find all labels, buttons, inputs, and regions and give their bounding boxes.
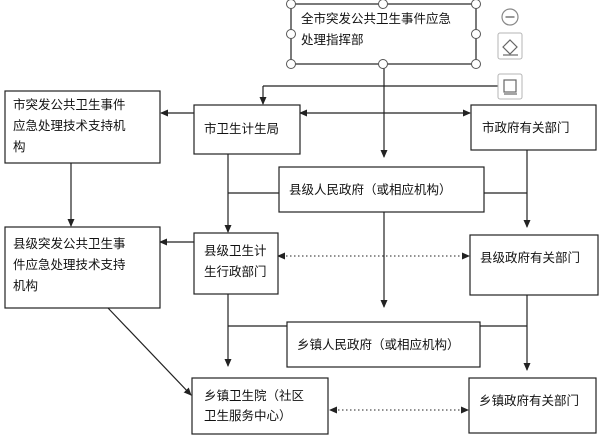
tech-county-line-1: 县级突发公共卫生事	[13, 236, 126, 251]
county-health-line-1: 县级卫生计	[204, 243, 267, 258]
resize-handle-w[interactable]	[286, 29, 296, 39]
county-depts-label: 县级政府有关部门	[480, 250, 580, 265]
resize-handle-sw[interactable]	[286, 59, 296, 69]
tech-county-line-2: 件应急处理技术支持	[13, 257, 126, 272]
tech-city-line-2: 应急处理技术支持机	[13, 118, 126, 133]
health-bureau-label: 市卫生计生局	[204, 121, 279, 136]
city-depts-label: 市政府有关部门	[482, 120, 570, 135]
town-depts-label: 乡镇政府有关部门	[479, 393, 579, 408]
node-town-departments[interactable]: 乡镇政府有关部门	[468, 377, 597, 434]
command-line-2: 处理指挥部	[301, 32, 364, 47]
node-tech-support-county[interactable]: 县级突发公共卫生事 件应急处理技术支持 机构	[4, 226, 161, 309]
arrow-tech-county-to-hospital	[107, 307, 192, 396]
tech-city-line-3: 构	[13, 139, 26, 154]
county-gov-label: 县级人民政府（或相应机构）	[289, 182, 452, 197]
frame-icon[interactable]	[497, 73, 523, 100]
node-county-government[interactable]: 县级人民政府（或相应机构）	[278, 166, 485, 213]
command-line-1: 全市突发公共卫生事件应急	[301, 11, 451, 26]
node-tech-support-city[interactable]: 市突发公共卫生事件 应急处理技术支持机 构	[4, 90, 161, 164]
resize-handle-ne[interactable]	[471, 0, 481, 9]
node-town-hospital[interactable]: 乡镇卫生院（社区 卫生服务中心）	[191, 377, 329, 435]
node-command-center[interactable]: 全市突发公共卫生事件应急 处理指挥部	[286, 0, 481, 69]
node-town-government[interactable]: 乡镇人民政府（或相应机构）	[286, 321, 481, 368]
resize-handle-s[interactable]	[378, 59, 388, 69]
node-city-departments[interactable]: 市政府有关部门	[470, 104, 597, 151]
node-county-health-dept[interactable]: 县级卫生计 生行政部门	[193, 232, 279, 295]
connectors	[67, 64, 531, 414]
resize-handle-n[interactable]	[378, 0, 388, 9]
resize-handle-nw[interactable]	[286, 0, 296, 9]
town-gov-label: 乡镇人民政府（或相应机构）	[297, 337, 460, 352]
layout-options-icon[interactable]	[497, 32, 523, 60]
tech-city-line-1: 市突发公共卫生事件	[13, 97, 126, 112]
floating-toolbar	[497, 8, 523, 100]
tech-county-line-3: 机构	[13, 278, 38, 293]
town-hospital-line-2: 卫生服务中心）	[204, 408, 292, 423]
resize-handle-e[interactable]	[471, 29, 481, 39]
town-hospital-line-1: 乡镇卫生院（社区	[204, 388, 304, 403]
node-health-bureau[interactable]: 市卫生计生局	[193, 104, 301, 155]
minus-circle-icon[interactable]	[501, 8, 519, 26]
node-county-departments[interactable]: 县级政府有关部门	[469, 234, 599, 296]
resize-handle-se[interactable]	[471, 59, 481, 69]
county-health-line-2: 生行政部门	[204, 264, 267, 279]
